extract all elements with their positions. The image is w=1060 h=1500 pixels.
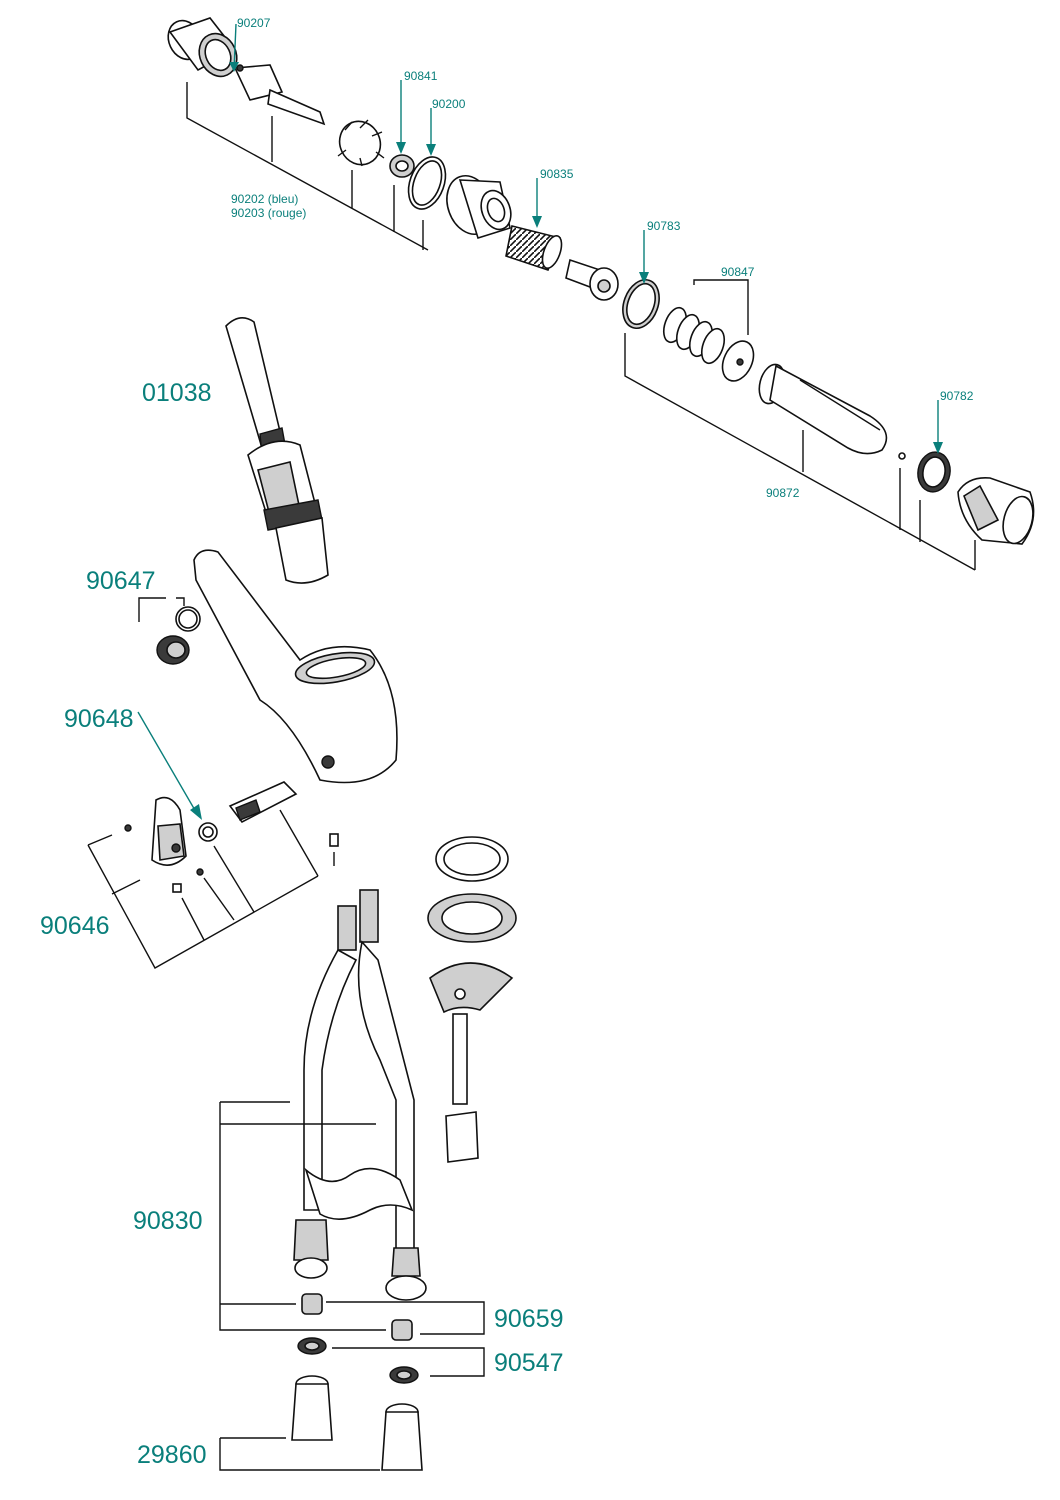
top-leader-lines [186,82,976,571]
piston-part [565,258,619,301]
oring-90200-part [407,156,447,210]
hose-leader-lines [219,1101,386,1331]
label-90646: 90646 [40,912,110,940]
ring-90782-part [917,451,951,493]
label-90648: 90648 [64,705,134,733]
label-90659: 90659 [494,1305,564,1333]
label-90647: 90647 [86,567,156,595]
mounting-kit-part [427,836,517,1163]
spring-90835-part [505,225,563,272]
label-90872: 90872 [766,486,800,500]
label-90841: 90841 [404,69,438,83]
disc-part [721,340,755,382]
label-90200: 90200 [432,97,466,111]
label-90847: 90847 [721,265,755,279]
spring-90847-part [662,306,726,365]
label-90207: 90207 [237,16,271,30]
label-01038: 01038 [142,379,212,407]
label-90547: 90547 [494,1349,564,1377]
aerator-90647-part [138,597,201,665]
valve-body-part [446,175,512,240]
cartridge-90207-part [167,17,326,126]
side-handle-leader-lines [87,809,335,969]
label-90835: 90835 [540,167,574,181]
cap-part [957,476,1035,545]
washer-90841-part [389,154,415,178]
label-90782: 90782 [940,389,974,403]
spout-body-part [193,549,398,784]
lever-90872-part [758,363,888,455]
nuts-90659-part [301,1293,485,1341]
washers-90547-part [297,1337,485,1384]
label-29860: 29860 [137,1441,207,1469]
connectors-29860-part [219,1375,423,1471]
label-90203: 90203 (rouge) [231,206,306,220]
ratchet-part [337,119,385,167]
oring-90783-part [622,278,660,330]
label-90202: 90202 (bleu) [231,192,298,206]
handle-cartridge-01038-part [225,317,329,584]
label-90783: 90783 [647,219,681,233]
supply-hoses-90830-part [293,889,427,1301]
teal-arrows [137,23,943,820]
screw-part [898,452,906,460]
label-90830: 90830 [133,1207,203,1235]
side-handle-90646-part [124,781,339,893]
